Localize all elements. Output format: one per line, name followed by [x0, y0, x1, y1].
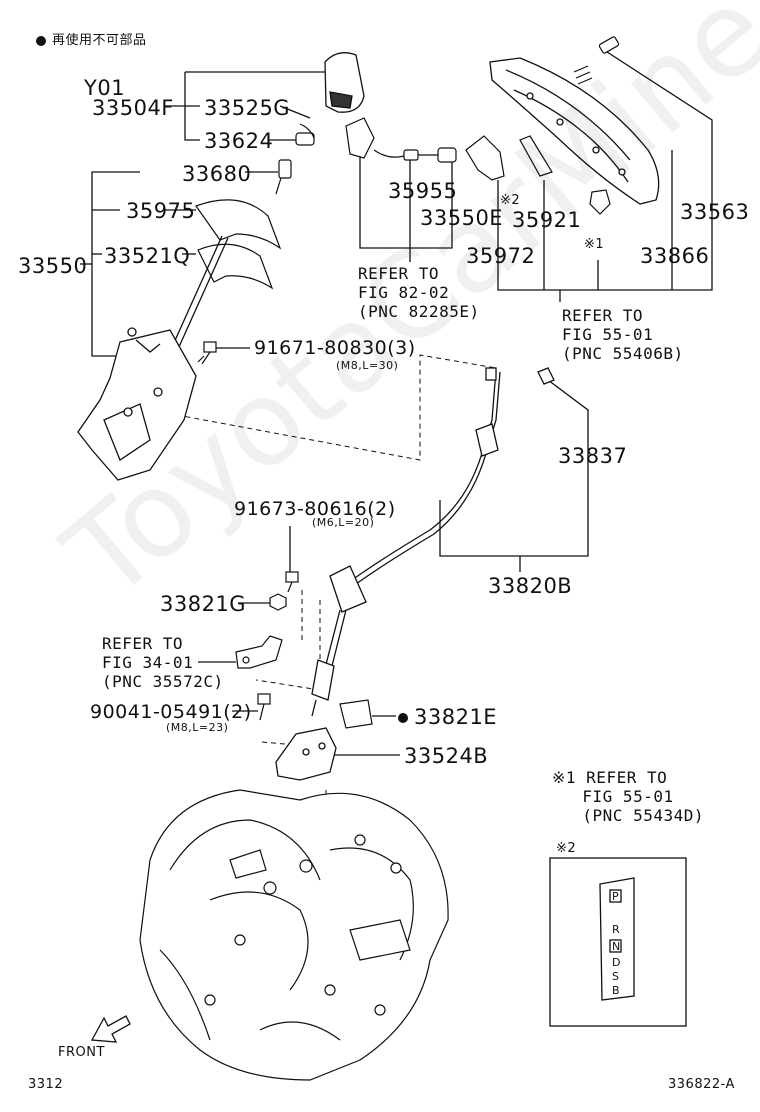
label-33550: 33550	[18, 254, 88, 278]
label-91673: 91673-80616(2)	[234, 498, 396, 520]
shift-lever-assembly	[77, 235, 229, 481]
label-33504F: 33504F	[92, 96, 174, 120]
label-91671-spec: (M8,L=30)	[336, 359, 399, 372]
label-90041-spec: (M8,L=23)	[166, 721, 229, 734]
label-33550E: 33550E	[420, 206, 504, 230]
label-y01: Y01	[84, 76, 126, 100]
inset-title: ※2	[556, 841, 577, 856]
label-35975: 35975	[126, 199, 196, 223]
bullet-icon	[398, 713, 408, 723]
label-33821E-text: 33821E	[414, 705, 498, 729]
label-35972: 35972	[466, 244, 536, 268]
bullet-icon	[36, 35, 46, 46]
inset-box	[549, 857, 687, 1027]
legend-note-text: 再使用不可部品	[52, 33, 147, 48]
mark-1: ※1	[584, 237, 605, 252]
label-90041: 90041-05491(2)	[90, 701, 252, 723]
label-91673-spec: (M6,L=20)	[312, 516, 375, 529]
inset-pos-d: D	[612, 956, 621, 969]
diagram-code: 336822-A	[668, 1077, 735, 1092]
shift-knob	[324, 52, 365, 113]
label-91671: 91671-80830(3)	[254, 337, 416, 359]
front-label: FRONT	[58, 1045, 105, 1060]
label-33525G: 33525G	[204, 96, 291, 120]
label-33821G: 33821G	[160, 592, 247, 616]
label-33837: 33837	[558, 444, 628, 468]
transaxle	[139, 789, 449, 1081]
front-arrow-icon	[90, 1015, 131, 1043]
mark-2: ※2	[500, 193, 521, 208]
inset-pos-r: R	[612, 923, 621, 936]
legend-note: 再使用不可部品	[36, 34, 147, 47]
inset-pos-s: S	[612, 970, 620, 983]
label-33563: 33563	[680, 200, 750, 224]
shift-cable	[311, 367, 555, 717]
note-1: ※1 REFER TO FIG 55-01 (PNC 55434D)	[552, 768, 704, 825]
label-35955: 35955	[388, 179, 458, 203]
label-35921: 35921	[512, 208, 582, 232]
label-33524B: 33524B	[404, 744, 489, 768]
ref-82-02: REFER TO FIG 82-02 (PNC 82285E)	[358, 264, 480, 321]
label-33820B: 33820B	[488, 574, 573, 598]
label-33521Q: 33521Q	[104, 244, 191, 268]
ref-34-01: REFER TO FIG 34-01 (PNC 35572C)	[102, 634, 224, 691]
inset-pos-b: B	[612, 984, 621, 997]
label-33624: 33624	[204, 129, 274, 153]
inset-pos-p: P	[612, 890, 620, 903]
inset-pos-n: N	[612, 940, 621, 953]
ref-55-01-a: REFER TO FIG 55-01 (PNC 55406B)	[562, 306, 684, 363]
label-33680: 33680	[182, 162, 252, 186]
page-number: 3312	[28, 1077, 64, 1092]
bezel-33563	[489, 57, 660, 205]
label-33866: 33866	[640, 244, 710, 268]
leader-33504F-vert	[184, 72, 200, 141]
label-33821E: 33821E	[398, 707, 497, 728]
